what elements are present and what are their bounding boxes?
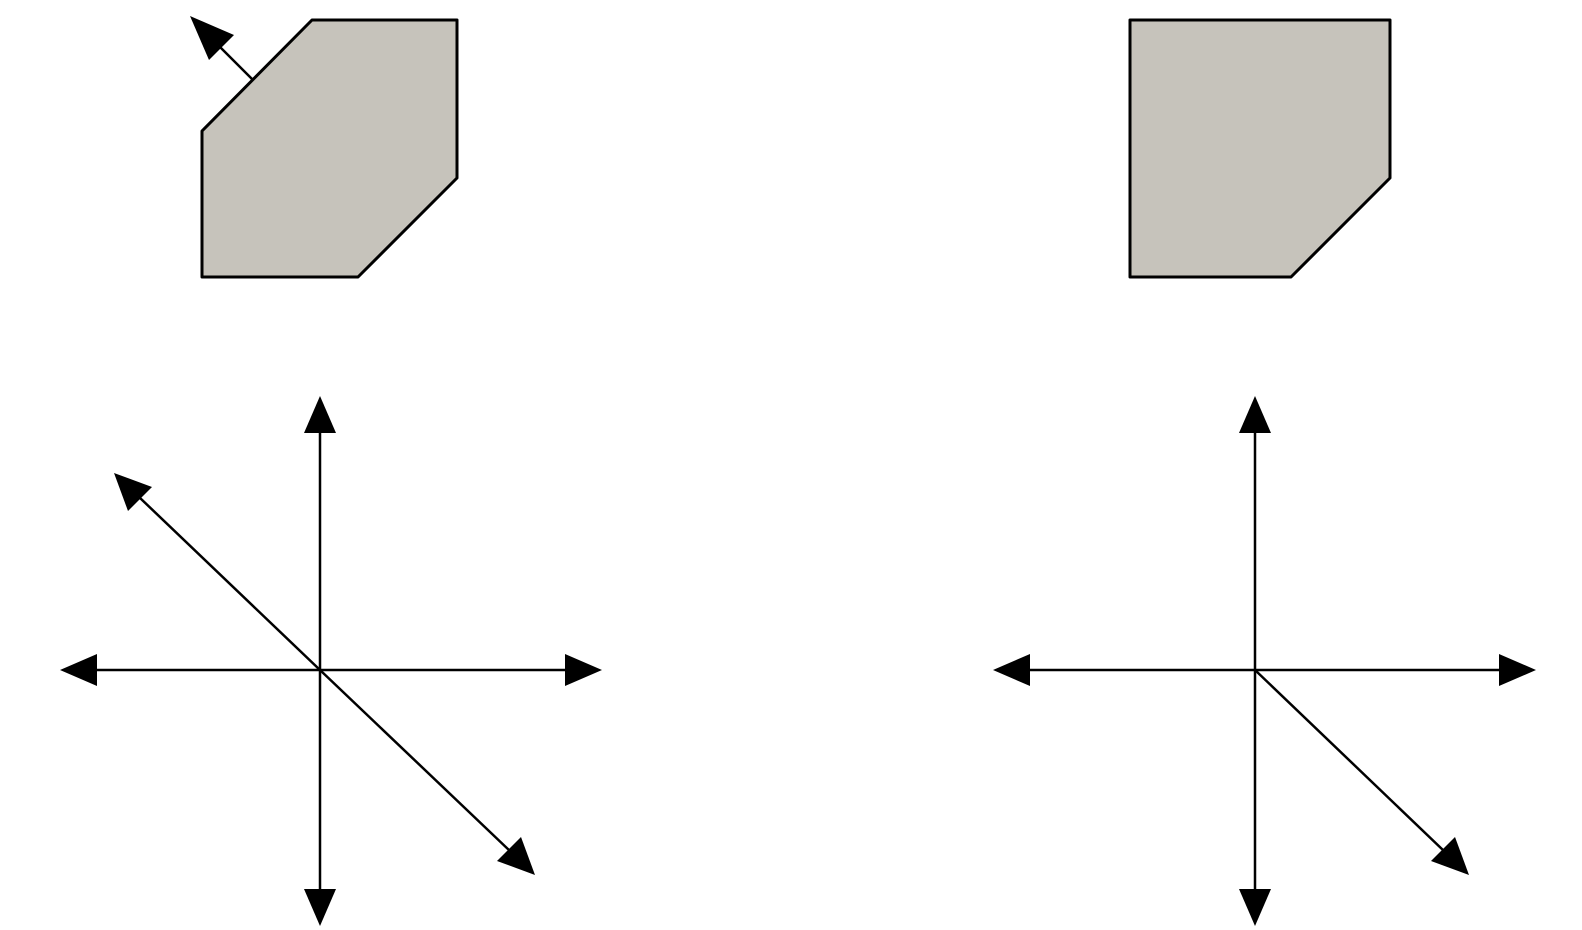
right-axis-negative-x (993, 654, 1255, 686)
left-axis-positive-x (320, 654, 602, 686)
left-cut-shape (200, 18, 459, 279)
left-axis-diagonal-up-left (114, 473, 321, 671)
right-axis-positive-y (1239, 396, 1271, 670)
left-axis-positive-y (304, 396, 336, 670)
right-panel (993, 18, 1536, 926)
left-axis-negative-x (60, 654, 320, 686)
left-axis-diagonal-down-right (319, 669, 535, 875)
left-normal-arrow (190, 16, 253, 80)
right-axis-positive-x (1255, 654, 1536, 686)
right-axes (993, 396, 1536, 926)
right-axis-negative-y (1239, 670, 1271, 926)
right-axis-diagonal-down-right (1254, 669, 1469, 875)
left-panel (60, 16, 602, 926)
left-axes (60, 396, 602, 926)
left-axis-negative-y (304, 670, 336, 926)
right-cut-shape (1128, 18, 1392, 279)
